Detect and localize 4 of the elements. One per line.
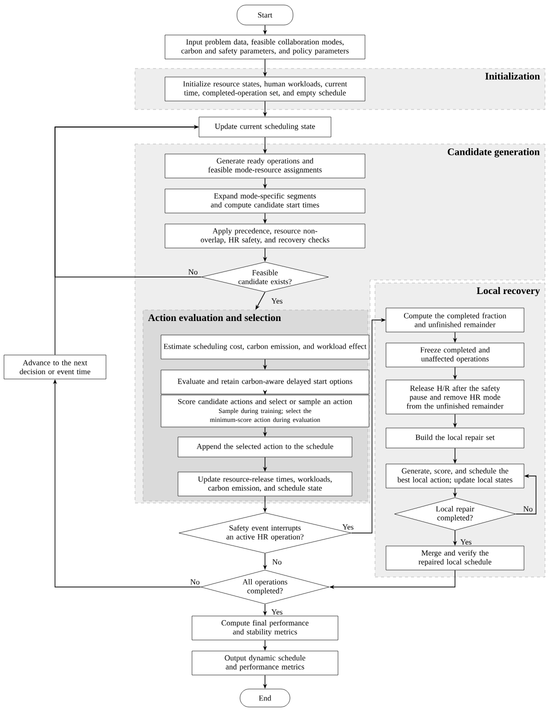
group-heading: Initialization	[485, 72, 540, 80]
group-heading: Action evaluation and selection	[148, 314, 281, 322]
group-heading: Local recovery	[476, 287, 540, 296]
group-heading: Candidate generation	[448, 148, 540, 158]
